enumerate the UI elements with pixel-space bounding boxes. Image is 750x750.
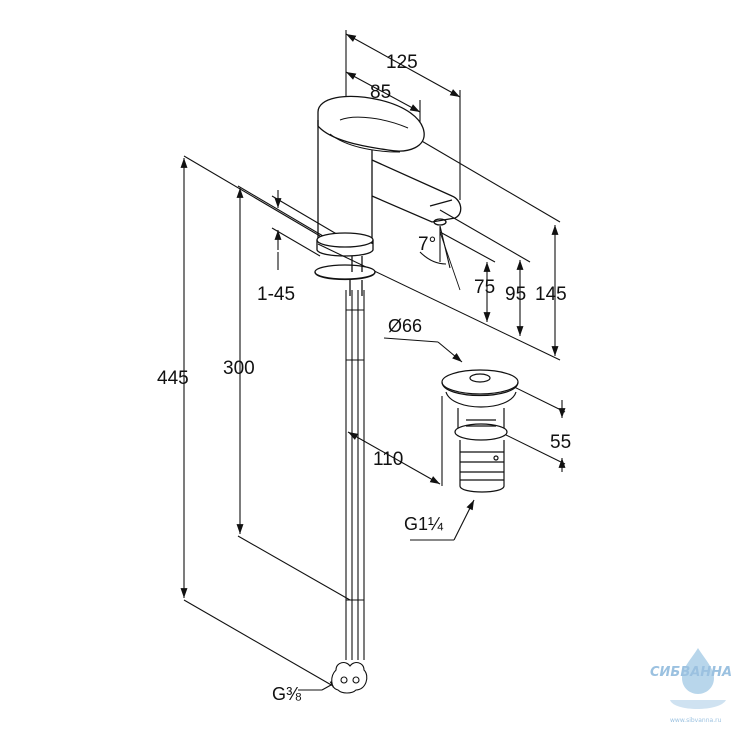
dimension-labels: 125 85 145 95 75 7° 1-45 445 300 110 55 … xyxy=(157,52,571,704)
dim-110: 110 xyxy=(373,449,403,470)
dim-75: 75 xyxy=(474,277,495,298)
watermark-brand: СИБВАННА xyxy=(650,665,732,680)
water-drop-icon xyxy=(682,648,714,694)
dim-1-45: 1-45 xyxy=(257,284,295,305)
dim-95: 95 xyxy=(505,284,526,305)
dim-angle: 7° xyxy=(418,234,436,255)
waste-plug xyxy=(441,369,519,493)
dim-55: 55 xyxy=(550,432,571,453)
dim-145: 145 xyxy=(535,284,567,305)
dim-300: 300 xyxy=(223,358,255,379)
supply-hoses xyxy=(331,290,368,694)
faucet-body xyxy=(314,95,462,296)
label-hose-thread: G⅜ xyxy=(272,684,302,704)
dim-445: 445 xyxy=(157,368,189,389)
label-waste-diameter: Ø66 xyxy=(388,316,422,336)
bathtub-icon xyxy=(670,700,726,709)
watermark-url: www.sibvanna.ru xyxy=(670,717,722,724)
dim-85: 85 xyxy=(370,82,391,103)
dim-125: 125 xyxy=(386,52,418,73)
watermark-logo: СИБВАННА www.sibvanna.ru xyxy=(650,648,732,724)
label-waste-thread: G1¼ xyxy=(404,514,444,534)
